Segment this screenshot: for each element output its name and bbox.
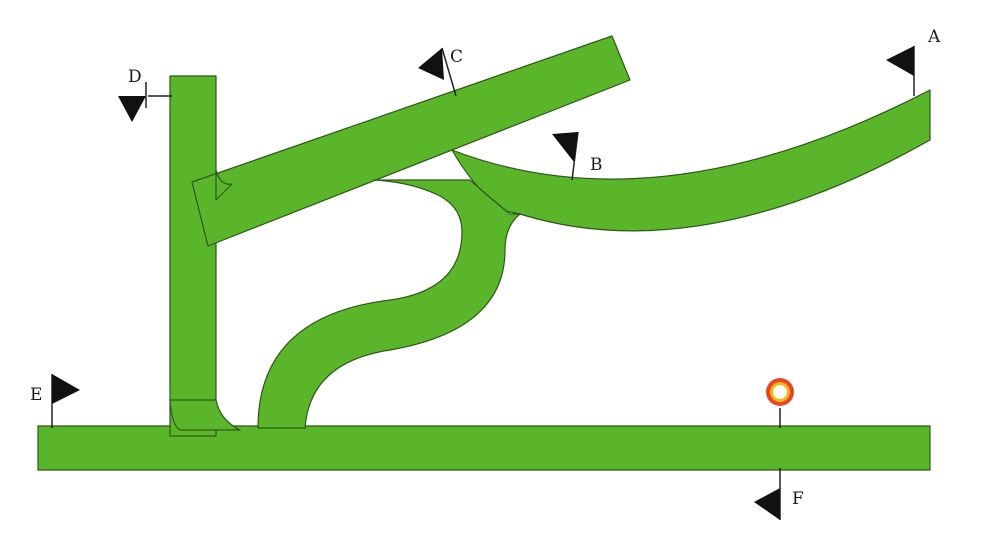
flag-f-label: F	[792, 489, 804, 509]
flag-b: B	[552, 131, 603, 181]
track-joint-left-bottom	[169, 399, 241, 431]
flag-d: D	[118, 67, 172, 122]
track-left-vertical	[169, 75, 217, 437]
flag-c-pennant-icon	[418, 48, 444, 80]
flag-e: E	[30, 374, 80, 428]
flag-a-pennant-icon	[886, 46, 914, 76]
track-diagonal-upper	[191, 35, 631, 247]
flag-f-pennant-icon	[754, 488, 780, 520]
flag-b-pole	[571, 131, 579, 181]
flag-c: C	[418, 47, 463, 97]
track-network	[37, 35, 931, 471]
flag-a-label: A	[927, 27, 941, 47]
ring-marker-hole	[773, 385, 787, 399]
track-s-curve	[257, 179, 521, 429]
ring-marker-icon	[766, 378, 794, 428]
flag-c-label: C	[450, 47, 463, 67]
flag-a: A	[886, 27, 941, 96]
flag-d-pennant-icon	[118, 96, 146, 122]
flag-c-pole	[441, 47, 457, 97]
flag-e-label: E	[30, 385, 42, 405]
flag-b-pennant-icon	[552, 132, 578, 162]
flag-e-pennant-icon	[52, 374, 80, 404]
flag-b-label: B	[590, 155, 603, 175]
track-joint-left-upper	[215, 169, 233, 201]
flag-f: F	[754, 468, 804, 520]
flag-d-label: D	[128, 67, 142, 87]
